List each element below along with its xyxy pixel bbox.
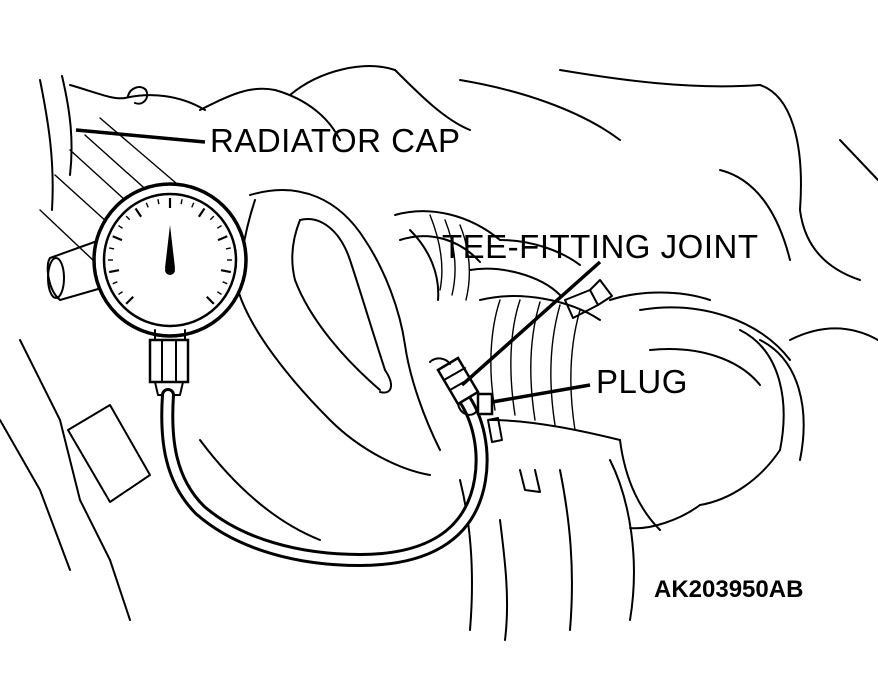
radiator-cap-label: RADIATOR CAP — [210, 122, 461, 159]
plug-label: PLUG — [596, 363, 688, 400]
gauge-tick — [145, 202, 149, 208]
gauge-tick — [217, 291, 222, 296]
gauge-tick — [118, 291, 123, 296]
engine-bay-outline — [0, 65, 878, 641]
gauge-tick — [222, 281, 228, 285]
gauge-ticks — [108, 198, 232, 305]
gauge-tick — [108, 269, 120, 274]
gauge-tick — [217, 224, 222, 229]
plug-leader — [491, 383, 591, 404]
gauge-tick — [209, 215, 215, 221]
pressure-hose — [160, 388, 489, 568]
gauge-tick — [125, 295, 135, 305]
plug — [476, 392, 503, 443]
pressure-gauge — [92, 182, 248, 396]
gauge-tick — [225, 247, 231, 250]
radiator-cap-leader — [75, 128, 206, 144]
gauge-tick — [112, 235, 123, 242]
gauge-tick — [197, 207, 206, 218]
gauge-tick — [191, 202, 195, 208]
figure-id: AK203950AB — [654, 576, 804, 603]
tee-fitting — [429, 356, 480, 416]
gauge-tick — [109, 247, 115, 250]
tee-fitting-leader — [460, 260, 602, 387]
gauge-tick — [180, 199, 183, 205]
gauge-tick — [205, 295, 215, 305]
gauge-tick — [112, 281, 118, 285]
gauge-tick — [118, 224, 123, 229]
gauge-tick — [217, 235, 228, 242]
gauge-tick — [220, 269, 232, 274]
tee-fitting-joint-label: TEE-FITTING JOINT — [442, 228, 759, 265]
gauge-tick — [157, 199, 160, 205]
gauge-tick — [125, 215, 131, 221]
gauge-tick — [134, 207, 143, 218]
